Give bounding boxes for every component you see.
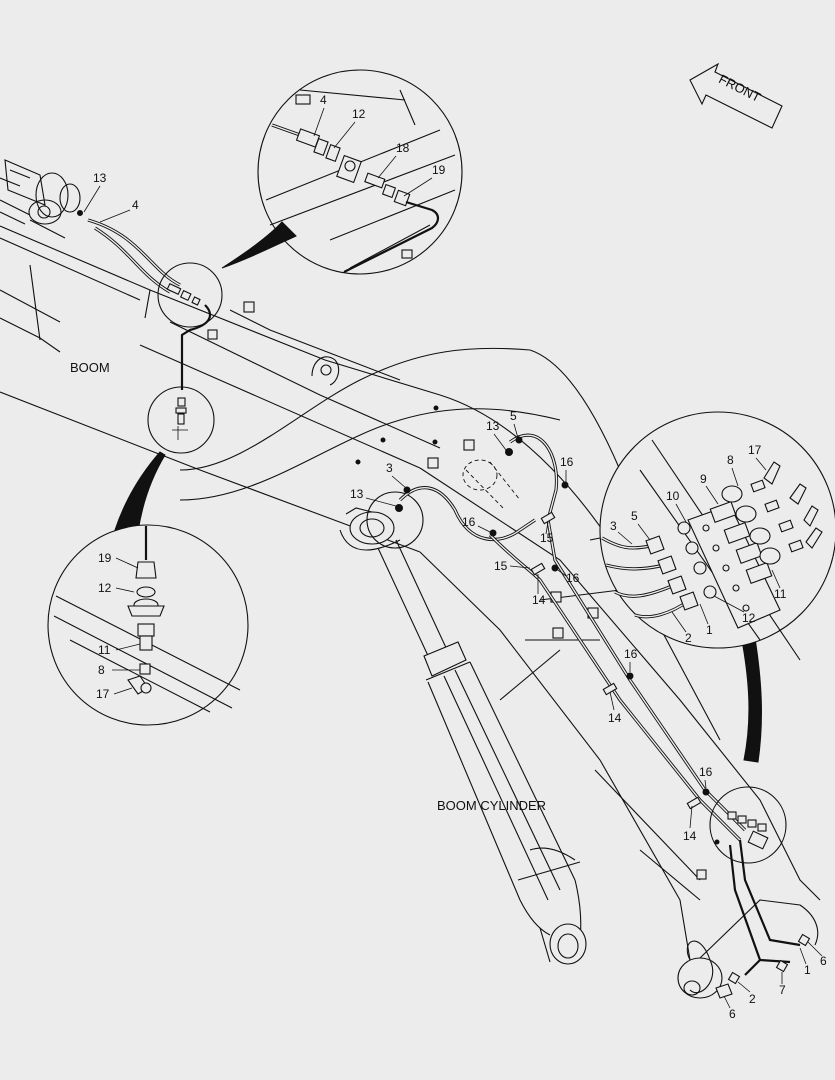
- m-part-16d: 16: [624, 647, 638, 661]
- part-4: 4: [132, 198, 139, 212]
- m-part-15a: 15: [540, 531, 554, 545]
- lower-left-detail-view: 19 12 11 8 17: [47, 451, 249, 726]
- boom-label: BOOM: [70, 360, 110, 375]
- callouts-upper-left: 13 4 BOOM: [70, 171, 139, 375]
- b-part-6b: 6: [729, 1007, 736, 1021]
- r-part-2: 2: [685, 631, 692, 645]
- b-part-6a: 6: [820, 954, 827, 968]
- b-part-1: 1: [804, 963, 811, 977]
- upper-part-12: 12: [352, 107, 366, 121]
- m-part-14c: 14: [683, 829, 697, 843]
- r-part-5: 5: [631, 509, 638, 523]
- detail-circle-a: [157, 262, 223, 328]
- m-part-3: 3: [386, 461, 393, 475]
- boom-cylinder-label: BOOM CYLINDER: [437, 798, 546, 813]
- r-part-12: 12: [742, 611, 756, 625]
- small-fitting-a: [166, 283, 201, 306]
- ll-part-17: 17: [96, 687, 110, 701]
- ll-part-8: 8: [98, 663, 105, 677]
- right-detail-view: 8 17 9 10 3 5 11 12 2 1: [599, 411, 835, 763]
- callouts-bottom: 6 1 7 2 6: [715, 933, 827, 1021]
- m-part-16e: 16: [699, 765, 713, 779]
- r-part-3: 3: [610, 519, 617, 533]
- m-part-16a: 16: [560, 455, 574, 469]
- r-part-1: 1: [706, 623, 713, 637]
- part-13: 13: [93, 171, 107, 185]
- m-part-14b: 14: [608, 711, 622, 725]
- detail-circle-c: [709, 786, 787, 864]
- small-fittings-c: [727, 811, 769, 850]
- m-part-13a: 13: [486, 419, 500, 433]
- phantom-pivot: [462, 459, 521, 511]
- m-part-16b: 16: [462, 515, 476, 529]
- front-arrow: FRONT: [689, 62, 783, 129]
- m-part-16c: 16: [566, 571, 580, 585]
- m-part-14a: 14: [532, 593, 546, 607]
- m-part-13b: 13: [350, 487, 364, 501]
- upper-pivot-assembly: [0, 159, 83, 239]
- upper-detail-view: 4 12 18 19: [221, 69, 463, 275]
- small-fitting-b: [172, 397, 188, 440]
- callouts-main: 13 5 16 3 13 16 15 15 16 14 16 14 16 14: [350, 409, 713, 843]
- r-part-8: 8: [727, 453, 734, 467]
- upper-part-18: 18: [396, 141, 410, 155]
- b-part-2: 2: [749, 992, 756, 1006]
- ll-part-11: 11: [98, 643, 111, 657]
- b-part-7: 7: [779, 983, 786, 997]
- detail-circle-b: [147, 386, 215, 454]
- boom-structure: [0, 225, 821, 999]
- upper-part-4: 4: [320, 93, 327, 107]
- boom-cylinder: BOOM CYLINDER: [339, 491, 587, 965]
- m-part-5: 5: [510, 409, 517, 423]
- main-hoses: [395, 433, 801, 976]
- m-part-15b: 15: [494, 559, 508, 573]
- r-part-10: 10: [666, 489, 680, 503]
- upper-part-19: 19: [432, 163, 446, 177]
- r-part-11: 11: [774, 587, 787, 601]
- ll-part-12: 12: [98, 581, 112, 595]
- ll-part-19: 19: [98, 551, 112, 565]
- r-part-9: 9: [700, 472, 707, 486]
- r-part-17: 17: [748, 443, 762, 457]
